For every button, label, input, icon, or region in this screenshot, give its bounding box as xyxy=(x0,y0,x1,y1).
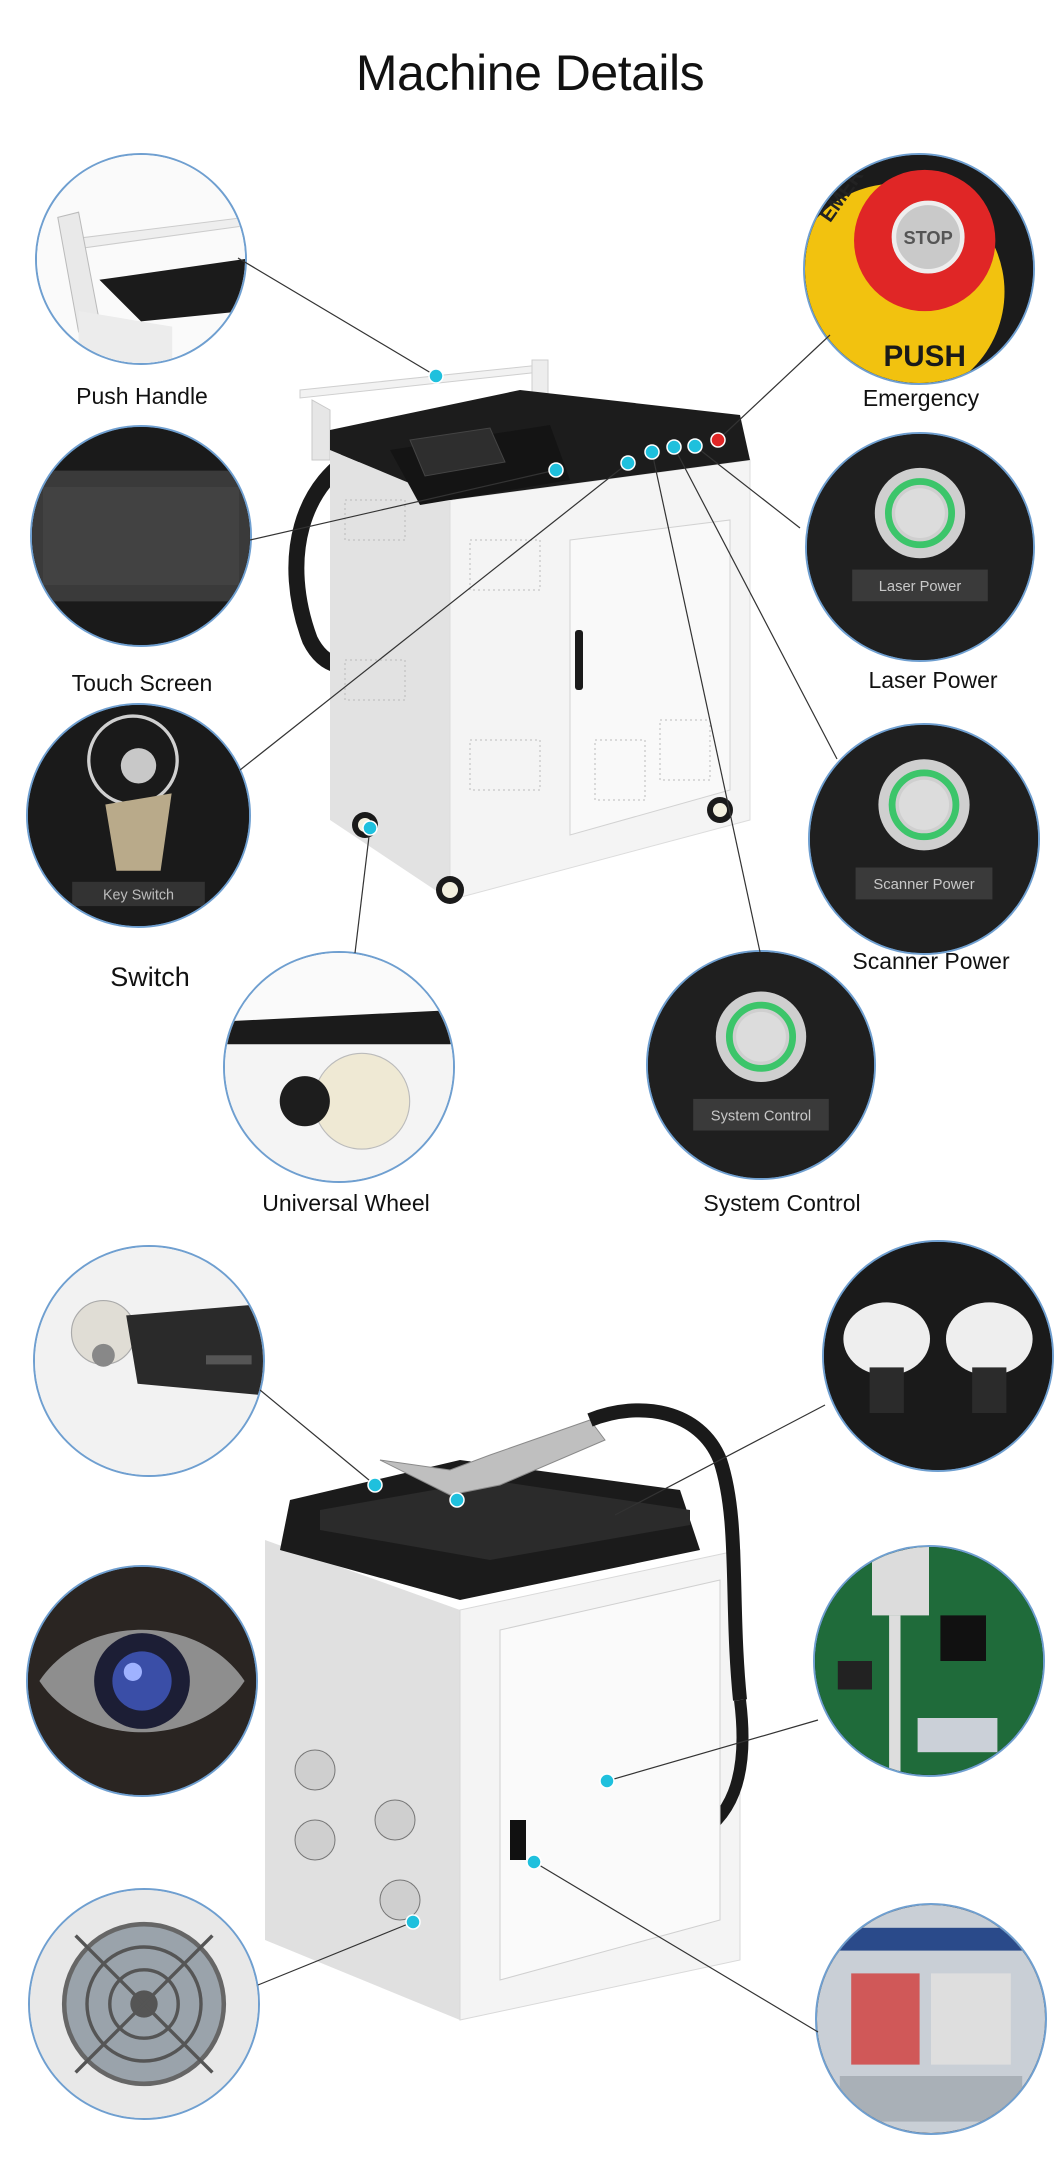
gun-handle-closeup xyxy=(33,1245,265,1477)
key-switch-closeup: Key Switch xyxy=(26,703,251,928)
machine-front-illustration xyxy=(288,359,751,904)
label-universal-wheel: Universal Wheel xyxy=(262,1190,430,1216)
key-switch-plate-text: Key Switch xyxy=(103,887,174,903)
cooling-fan-closeup xyxy=(28,1888,260,2120)
emergency-stop-closeup: EMER STOP PUSH xyxy=(803,153,1035,385)
circuit-board-closeup xyxy=(813,1545,1045,1777)
label-emergency: Emergency xyxy=(862,385,980,411)
scanner-power-plate-text: Scanner Power xyxy=(873,877,974,893)
laser-power-plate-text: Laser Power xyxy=(879,579,962,595)
universal-wheel-closeup xyxy=(223,951,455,1183)
label-switch: Switch xyxy=(110,962,190,992)
machine-rear-illustration xyxy=(265,1403,749,2021)
scanner-power-button-closeup: Scanner Power xyxy=(808,723,1040,955)
laser-lens-closeup xyxy=(26,1565,258,1797)
label-scanner-power: Scanner Power xyxy=(852,948,1010,974)
laser-power-button-closeup: Laser Power xyxy=(805,432,1035,662)
power-supply-closeup xyxy=(815,1903,1047,2135)
touch-screen-closeup xyxy=(30,425,252,647)
push-handle-closeup xyxy=(35,153,247,365)
push-text: PUSH xyxy=(884,340,966,373)
adjustment-knobs-closeup xyxy=(822,1240,1054,1472)
label-push-handle: Push Handle xyxy=(76,383,208,409)
page-title: Machine Details xyxy=(355,45,705,101)
stop-text: STOP xyxy=(903,227,952,248)
label-system-control: System Control xyxy=(703,1190,861,1216)
system-control-button-closeup: System Control xyxy=(646,950,876,1180)
label-laser-power: Laser Power xyxy=(868,667,998,693)
label-touch-screen: Touch Screen xyxy=(71,670,213,696)
system-control-plate-text: System Control xyxy=(711,1108,811,1124)
